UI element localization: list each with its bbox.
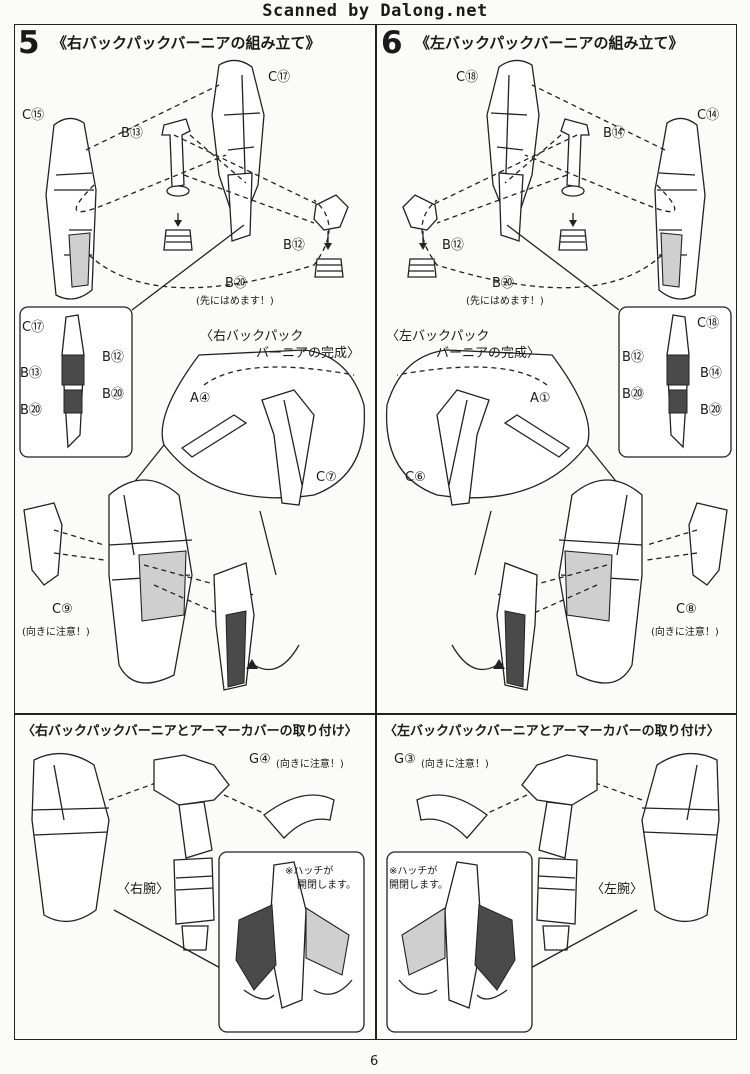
armor-right-g-note: (向きに注意！) [421,759,489,770]
step5-label-c17: C⑰ [268,70,291,85]
step6-label-c6: C⑥ [405,470,426,485]
armor-left-g-part: G④ [249,752,271,767]
step6-inset-b20b: B⑳ [700,403,722,418]
step5-inset-b20b: B⑳ [20,403,42,418]
step5-label-a4: A④ [190,391,211,406]
step6-label-a1: A① [530,391,551,406]
armor-right-panel [376,714,737,1040]
step5-exploded-diagram [19,59,366,691]
step5-panel [14,24,376,714]
armor-right-hatch-line2: 開閉します。 [389,880,448,891]
step6-label-b12: B⑫ [442,238,464,253]
armor-left-diagram [31,752,365,1033]
step6-c8-note: (向きに注意！) [651,627,719,638]
armor-right-hatch-line1: ※ハッチが [389,866,438,877]
step6-b20-note: (先にはめます！) [466,296,544,307]
step5-complete-line1: 〈右バックパック [200,329,304,344]
armor-left-hatch-line2: 開閉します。 [297,880,356,891]
armor-left-g-note: (向きに注意！) [276,759,344,770]
step5-complete-line2: バーニアの完成〉 [256,346,361,361]
step5-label-b20: B⑳ [225,276,247,291]
step5-b20-note: (先にはめます！) [196,296,274,307]
armor-right-g-part: G③ [394,752,416,767]
armor-right-diagram [386,752,720,1033]
armor-left-panel [14,714,376,1040]
armor-right-title: 〈左バックパックバーニアとアーマーカバーの取り付け〉 [384,724,720,739]
step6-exploded-diagram [385,59,732,691]
page-number: 6 [370,1054,379,1069]
step6-panel [376,24,737,714]
step6-inset-b12: B⑫ [622,350,644,365]
step5-label-b13: B⑬ [121,126,143,141]
step5-title: 《右バックパックバーニアの組み立て》 [52,34,321,52]
step5-label-c7: C⑦ [316,470,337,485]
step5-inset-b12: B⑫ [102,350,124,365]
step6-label-c14: C⑭ [697,108,720,123]
step5-inset-b20a: B⑳ [102,387,124,402]
step6-complete-line2: バーニアの完成〉 [436,346,541,361]
armor-right-arm: 〈左腕〉 [591,882,644,897]
step6-inset-b20a: B⑳ [622,387,644,402]
step5-label-c15: C⑮ [22,108,45,123]
step6-label-b20: B⑳ [492,276,514,291]
step6-title: 《左バックパックバーニアの組み立て》 [415,34,684,52]
step6-number: 6 [381,25,403,61]
armor-left-hatch-line1: ※ハッチが [285,866,334,877]
step5-c9-note: (向きに注意！) [22,627,90,638]
step6-label-c18: C⑱ [456,70,479,85]
armor-left-title: 〈右バックパックバーニアとアーマーカバーの取り付け〉 [22,724,358,739]
step6-label-b14: B⑭ [603,126,625,141]
step6-inset-b14: B⑭ [700,366,722,381]
step5-inset-c17: C⑰ [22,320,45,335]
step6-label-c8: C⑧ [676,602,697,617]
step5-inset-b13: B⑬ [20,366,42,381]
scan-watermark: Scanned by Dalong.net [262,1,488,21]
step6-inset-c18: C⑱ [697,316,720,331]
step6-complete-line1: 〈左バックパック [386,329,490,344]
armor-left-arm: 〈右腕〉 [117,882,170,897]
step5-label-c9: C⑨ [52,602,73,617]
step5-number: 5 [18,25,40,61]
step5-label-b12: B⑫ [283,238,305,253]
